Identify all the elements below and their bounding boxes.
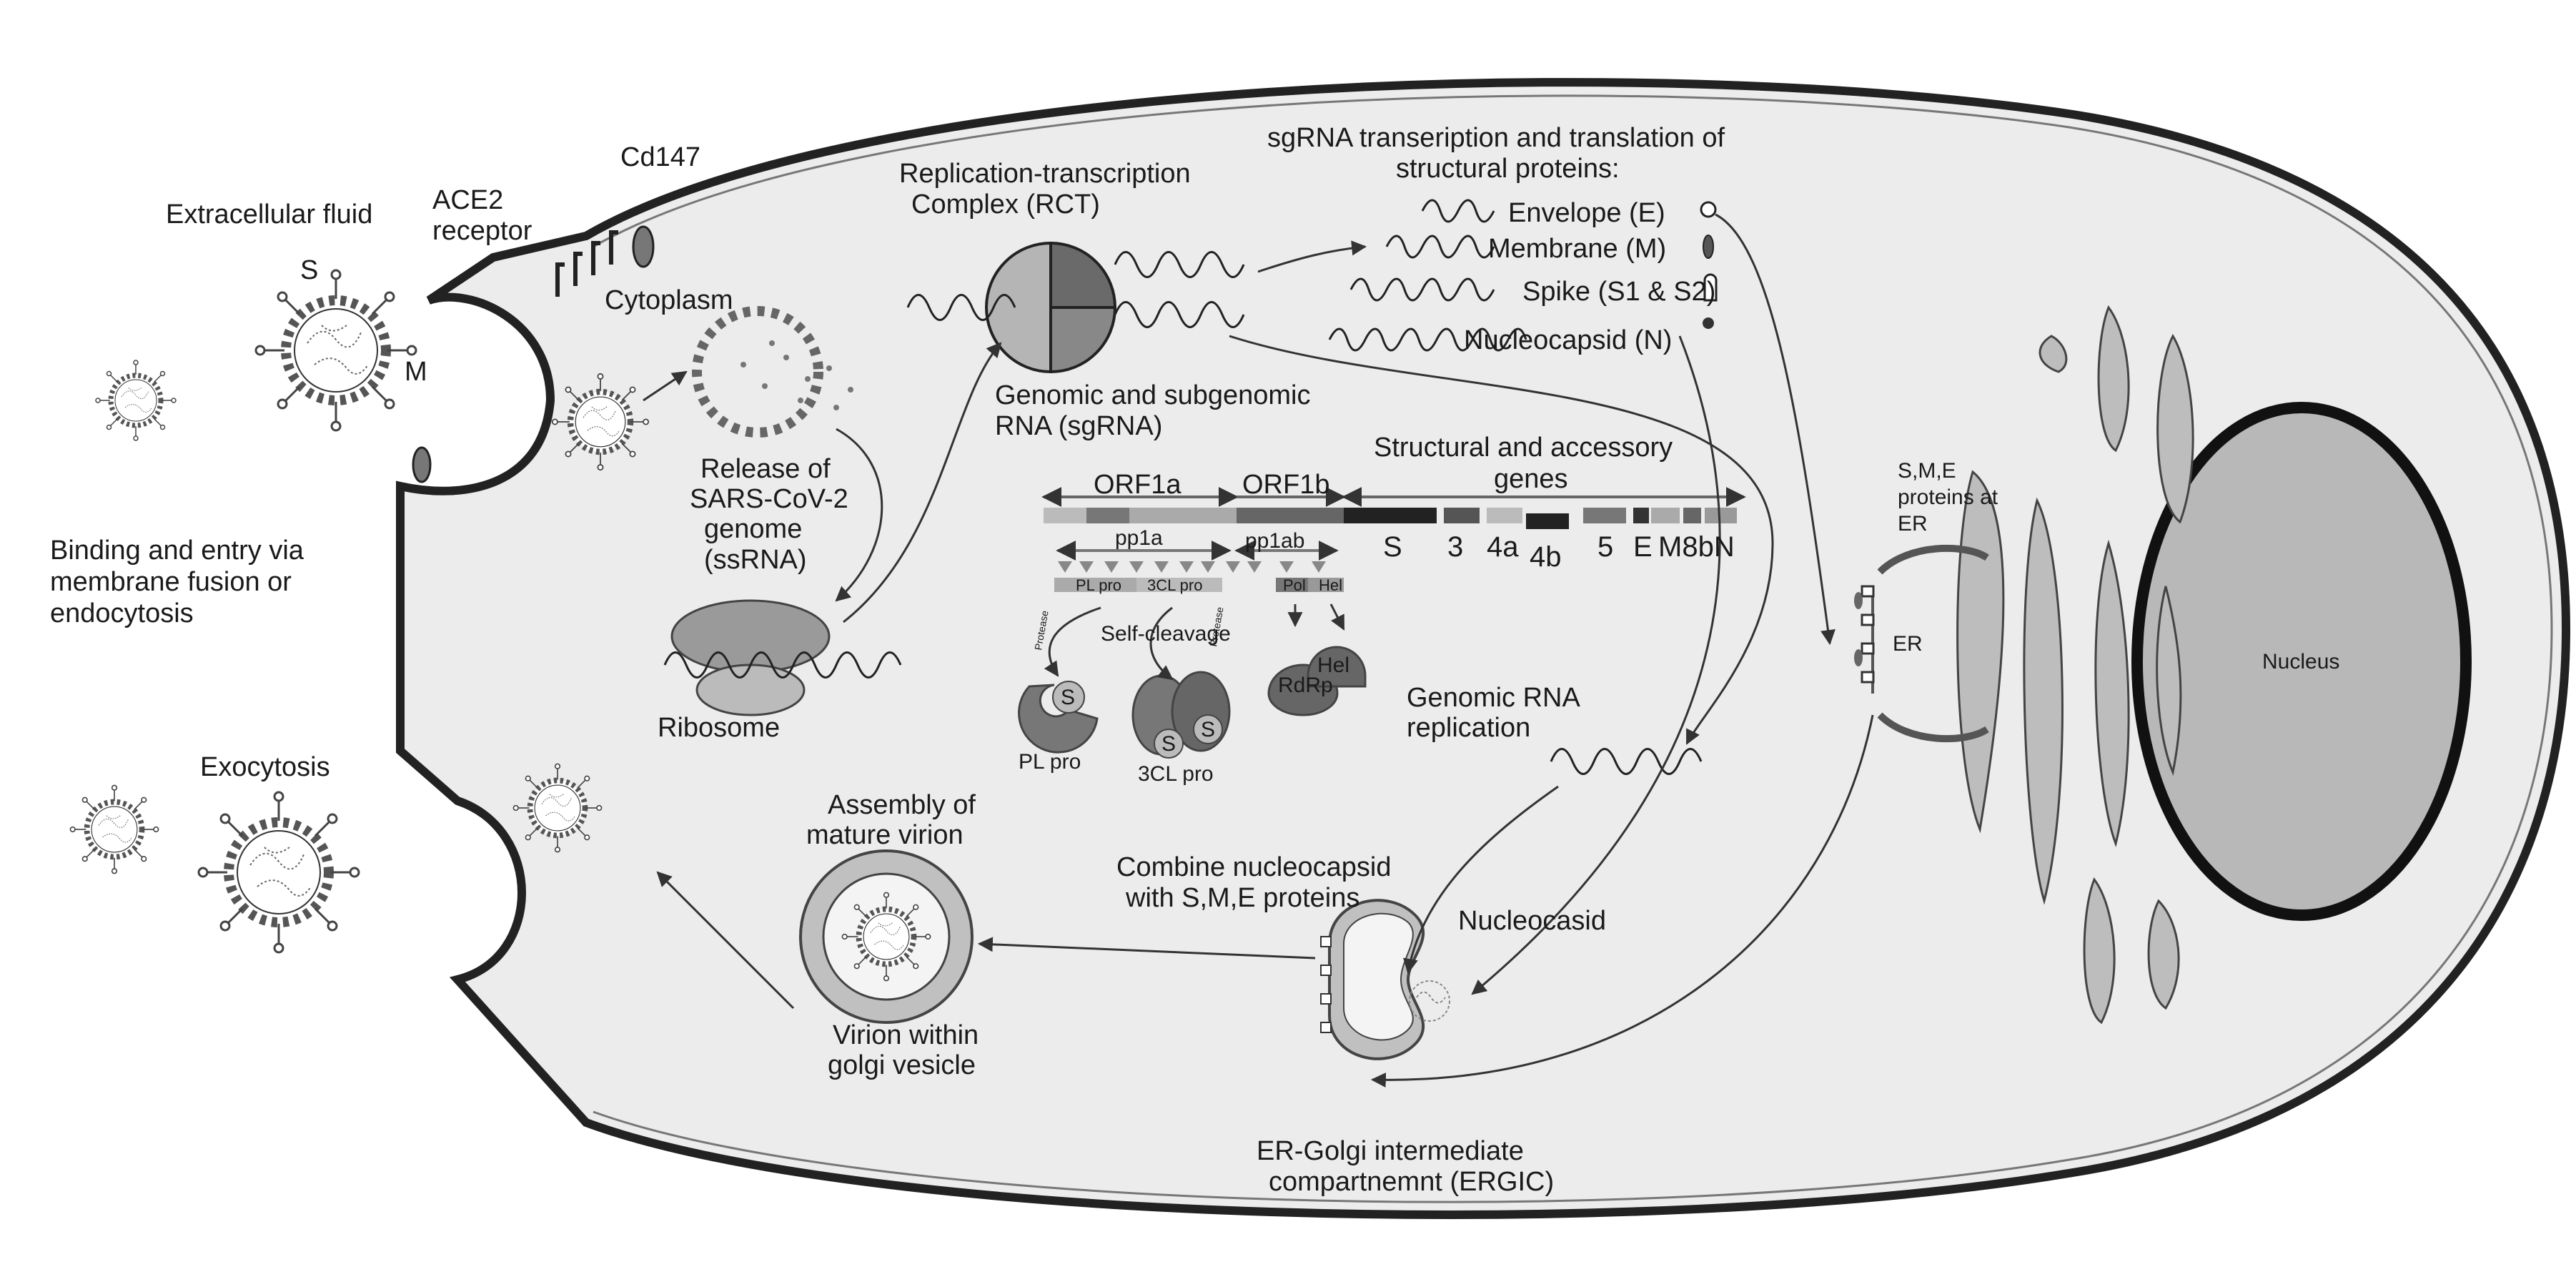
label-plpro-s: S: [1061, 686, 1075, 709]
label-sme-er-1: S,M,E: [1898, 459, 1956, 483]
label-cd147: Cd147: [620, 142, 700, 172]
label-assembly-1: Assembly of: [828, 790, 976, 820]
label-ace2-2: receptor: [432, 216, 532, 246]
golgi-vesicle: [799, 849, 974, 1024]
label-sme-er-3: ER: [1898, 512, 1928, 536]
label-release-3: genome: [704, 514, 802, 544]
label-orf1a: ORF1a: [1094, 470, 1182, 500]
label-genomic-1: Genomic and subgenomic: [995, 380, 1310, 410]
gene-label: E: [1633, 531, 1653, 563]
label-structural-1: Structural and accessory: [1374, 433, 1673, 463]
protein-plpro: [1018, 681, 1099, 754]
label-combine-1: Combine nucleocapsid: [1116, 852, 1391, 882]
label-exocytosis: Exocytosis: [200, 752, 330, 782]
label-ergic-1: ER-Golgi intermediate: [1257, 1136, 1524, 1166]
label-extracellular-fluid: Extracellular fluid: [166, 199, 372, 230]
gene-label: 4a: [1487, 531, 1519, 563]
label-binding-3: endocytosis: [50, 598, 194, 628]
membrane-icon: [1703, 235, 1714, 259]
nucleocapsid-icon: [1703, 317, 1714, 329]
label-release-1: Release of: [700, 454, 831, 484]
virion-endocytosis: [553, 374, 648, 470]
label-er: ER: [1893, 632, 1923, 656]
virion-exocytosis-pit: [513, 764, 601, 852]
genomic-rna-strand: [1550, 748, 1703, 775]
gene-label: S: [1383, 531, 1402, 563]
label-ribosome: Ribosome: [658, 713, 780, 743]
label-genomic-2: RNA (sgRNA): [995, 411, 1162, 441]
label-combine-2: with S,M,E proteins: [1125, 883, 1359, 913]
sgrna-strands: [1328, 199, 1527, 352]
label-hel: Hel: [1317, 654, 1349, 677]
label-3clpro: 3CL pro: [1138, 762, 1214, 786]
label-hel-small: Hel: [1319, 576, 1342, 594]
genome-map: [1041, 487, 1746, 592]
labels: Extracellular fluid S M ACE2 receptor Cd…: [50, 123, 2339, 1197]
label-3clpro-s1: S: [1161, 732, 1176, 756]
ace2-receptor: [555, 230, 618, 297]
label-envelope: Envelope (E): [1508, 198, 1665, 228]
ergic: [1320, 899, 1450, 1060]
label-plpro-small: PL pro: [1076, 576, 1121, 594]
label-cytoplasm: Cytoplasm: [605, 285, 733, 315]
membrane-protein: [412, 446, 432, 483]
gene-labels: S 3 4a 4b 5 E M8bN: [1383, 531, 1735, 573]
spike-icon: [1703, 273, 1718, 302]
label-ergic-2: compartnemnt (ERGIC): [1269, 1167, 1554, 1197]
ribosome: [663, 599, 902, 716]
gene-label: M8bN: [1658, 531, 1735, 563]
label-release-4: (ssRNA): [704, 545, 807, 575]
cd147-receptor: [632, 225, 655, 268]
er-receptor: [1854, 544, 1989, 743]
label-plpro: PL pro: [1019, 750, 1081, 774]
gene-label: 4b: [1530, 541, 1562, 573]
label-genomic-rep-1: Genomic RNA: [1407, 683, 1580, 713]
rct-complex: [906, 241, 1245, 374]
label-sme-er-2: proteins at: [1898, 485, 1998, 509]
flow-arrows: [643, 213, 1874, 1088]
label-structural-2: genes: [1494, 464, 1568, 494]
gene-label: 5: [1597, 531, 1613, 563]
label-orf1b: ORF1b: [1242, 470, 1329, 500]
label-rct-2: Complex (RCT): [911, 189, 1100, 220]
label-3clpro-s2: S: [1201, 718, 1215, 741]
label-pp1a: pp1a: [1115, 526, 1163, 550]
label-genomic-rep-2: replication: [1407, 713, 1530, 743]
label-nucleus: Nucleus: [2262, 650, 2339, 674]
envelope-icon: [1700, 201, 1717, 218]
protein-hel: [1307, 646, 1367, 688]
label-virus-s: S: [300, 255, 318, 285]
label-spike: Spike (S1 & S2): [1522, 277, 1715, 307]
label-binding-1: Binding and entry via: [50, 536, 304, 566]
label-virus-m: M: [405, 357, 427, 387]
label-nucleocapsid: Nucleocapsid (N): [1464, 325, 1672, 355]
label-ace2-1: ACE2: [432, 185, 503, 215]
virion-extracellular-small: [96, 360, 176, 440]
label-pp1ab: pp1ab: [1245, 529, 1304, 553]
label-release-2: SARS-CoV-2: [690, 484, 848, 514]
virion-exo-small: [70, 785, 158, 873]
virion-exo-large: [199, 792, 359, 952]
nucleus: [2131, 402, 2472, 921]
virion-extracellular-top: [256, 270, 416, 430]
label-rct-1: Replication-transcription: [899, 159, 1191, 189]
label-sgrna-2: structural proteins:: [1396, 154, 1620, 184]
structural-protein-icons: [1700, 201, 1718, 329]
label-assembly-2: mature virion: [806, 820, 963, 850]
gene-label: 3: [1447, 531, 1463, 563]
label-pol-small: Pol: [1283, 576, 1306, 594]
protein-3clpro: [1131, 671, 1231, 759]
released-genome: [692, 306, 853, 438]
label-virion-2: golgi vesicle: [828, 1050, 976, 1080]
label-rdrp: RdRp: [1278, 674, 1333, 697]
label-sgrna-1: sgRNA transeription and translation of: [1267, 123, 1725, 153]
label-membrane: Membrane (M): [1488, 234, 1666, 264]
label-virion-1: Virion within: [833, 1020, 979, 1050]
label-3clpro-small: 3CL pro: [1147, 576, 1202, 594]
label-binding-2: membrane fusion or: [50, 567, 292, 597]
label-self-cleavage: Self-cleavage: [1101, 622, 1231, 646]
label-nucleocasid: Nucleocasid: [1458, 906, 1606, 936]
